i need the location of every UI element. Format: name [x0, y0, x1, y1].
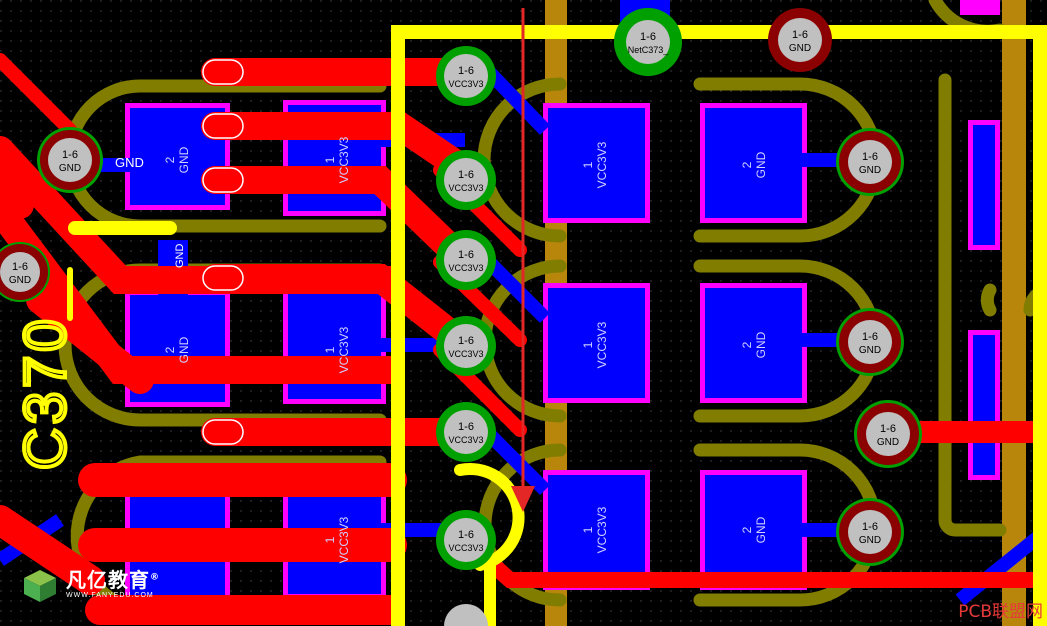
trace-pad-ends: [202, 59, 244, 445]
watermark-right: PCB联盟网: [958, 602, 1043, 622]
via-partial: [444, 604, 488, 626]
svg-text:VCC3V3: VCC3V3: [448, 183, 483, 193]
svg-text:1-6: 1-6: [458, 65, 474, 77]
svg-text:GND: GND: [9, 275, 31, 286]
pad-p6-label: 1VCC3V3: [581, 141, 609, 188]
designator-label: C370: [13, 315, 78, 470]
svg-text:VCC3V3: VCC3V3: [448, 543, 483, 553]
watermark-brand-name: 凡亿教育®: [66, 568, 160, 592]
pad-p8-label: 1VCC3V3: [581, 321, 609, 368]
svg-text:VCC3V3: VCC3V3: [448, 79, 483, 89]
pad-p11-label: 2GND: [740, 516, 768, 543]
svg-text:GND: GND: [59, 163, 81, 174]
watermark-site: WWW.FANYEDU.COM: [66, 592, 154, 599]
svg-text:1-6: 1-6: [640, 31, 656, 43]
svg-text:GND: GND: [859, 345, 881, 356]
pad-p9-label: 2GND: [740, 331, 768, 358]
net-label-gnd: GND: [115, 155, 144, 170]
svg-text:1-6: 1-6: [458, 169, 474, 181]
pad-p7-label: 2GND: [740, 151, 768, 178]
svg-text:GND: GND: [877, 437, 899, 448]
svg-text:1-6: 1-6: [862, 521, 878, 533]
svg-text:1-6: 1-6: [862, 331, 878, 343]
pad-p3-label: 2GND: [163, 336, 191, 363]
pad-p10-label: 1VCC3V3: [581, 506, 609, 553]
svg-text:1-6: 1-6: [862, 151, 878, 163]
fanyi-logo-icon: [24, 570, 56, 602]
svg-text:1-6: 1-6: [792, 29, 808, 41]
net-label-gnd-vertical: GND: [174, 244, 186, 269]
svg-text:1-6: 1-6: [458, 335, 474, 347]
watermark-left: 凡亿教育® WWW.FANYEDU.COM: [20, 560, 210, 606]
svg-text:VCC3V3: VCC3V3: [448, 349, 483, 359]
svg-text:GND: GND: [789, 43, 811, 54]
annotation-arrow: [511, 8, 535, 512]
svg-text:1-6: 1-6: [458, 529, 474, 541]
silkscreen-overlay: [67, 25, 1047, 626]
svg-text:1-6: 1-6: [62, 149, 78, 161]
svg-text:1-6: 1-6: [458, 249, 474, 261]
svg-text:VCC3V3: VCC3V3: [448, 263, 483, 273]
svg-text:NetC373_: NetC373_: [628, 45, 670, 55]
svg-text:GND: GND: [859, 535, 881, 546]
svg-text:GND: GND: [859, 165, 881, 176]
pad-p5-label: 1VCC3V3: [323, 516, 351, 563]
pad-p4-label: 1VCC3V3: [323, 326, 351, 373]
pad-p2-label: 1VCC3V3: [323, 136, 351, 183]
svg-text:VCC3V3: VCC3V3: [448, 435, 483, 445]
svg-text:1-6: 1-6: [458, 421, 474, 433]
pad-labels: 2GND 1VCC3V3 2GND 1VCC3V3 1VCC3V3 1VCC3V…: [163, 136, 768, 563]
svg-text:1-6: 1-6: [880, 423, 896, 435]
svg-text:1-6: 1-6: [12, 261, 28, 273]
pad-p1-label: 2GND: [163, 146, 191, 173]
